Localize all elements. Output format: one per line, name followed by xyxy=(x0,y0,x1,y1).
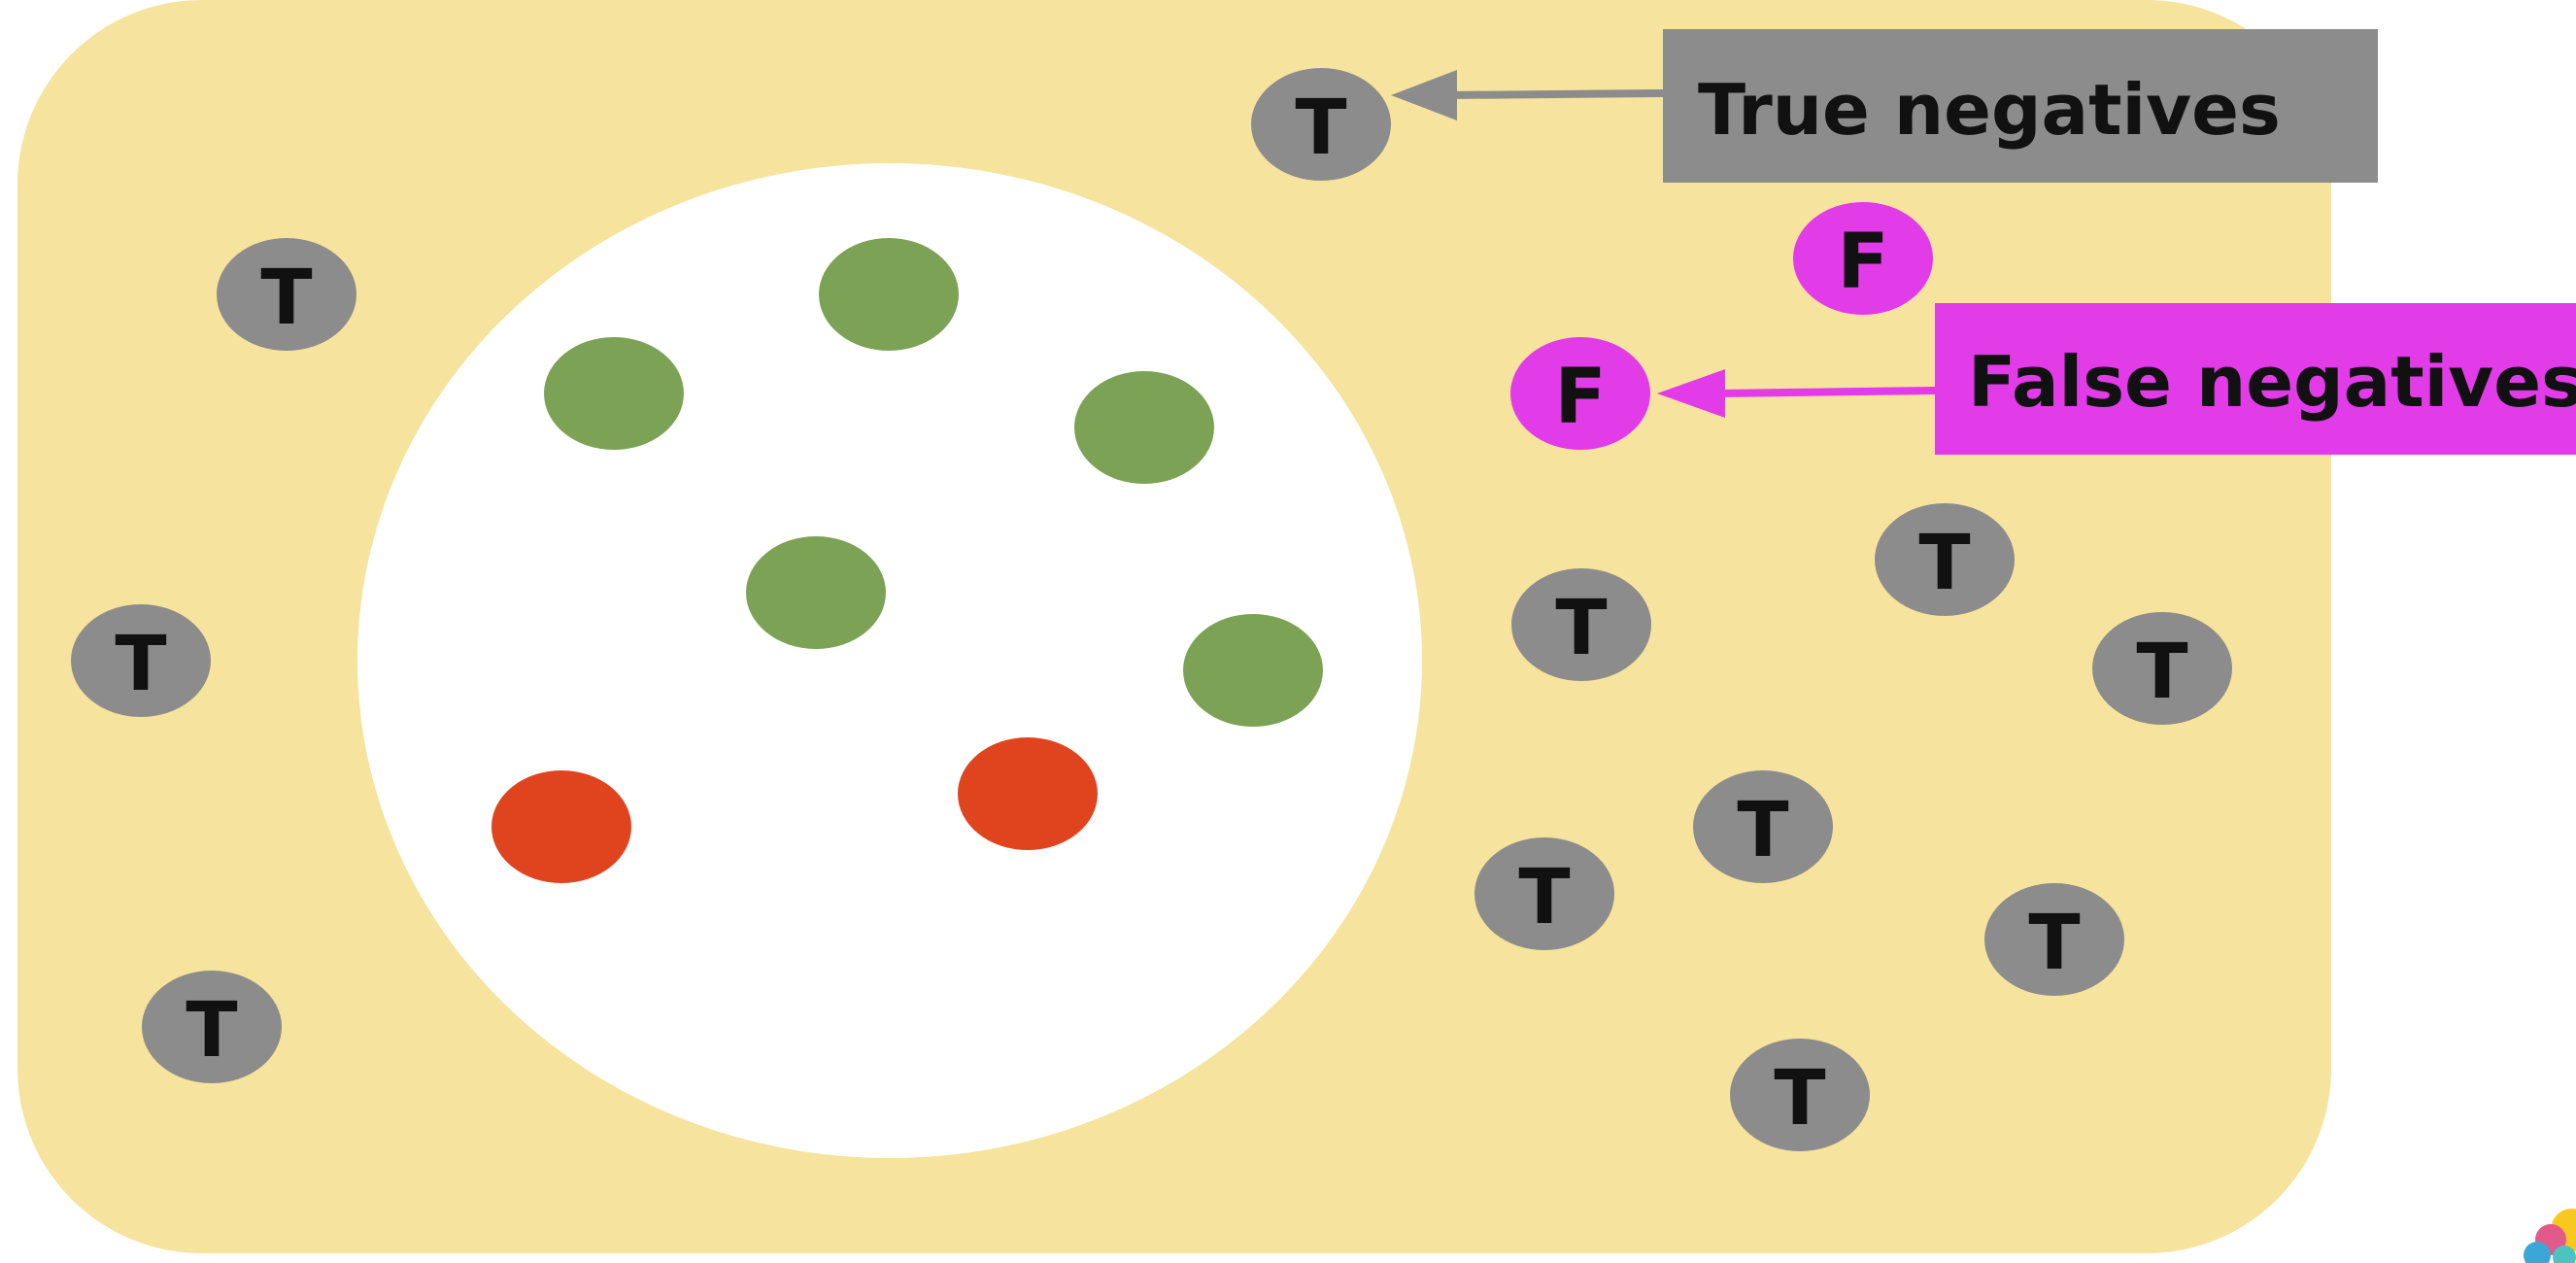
true-negative-node: T xyxy=(1511,568,1651,681)
red-dot xyxy=(491,770,631,883)
true-negative-node: T xyxy=(1474,837,1614,950)
false-negative-node: F xyxy=(1510,337,1650,450)
true-negatives-arrowhead xyxy=(1391,70,1457,120)
true-negative-node: T xyxy=(1693,770,1833,883)
true-negatives-arrow-line xyxy=(1446,89,1664,99)
true-negative-node: T xyxy=(1984,883,2124,996)
true-negative-node: T xyxy=(2092,612,2232,725)
node-letter: T xyxy=(1774,1055,1825,1143)
false-negatives-label-box xyxy=(1935,303,2576,455)
red-dot xyxy=(958,737,1098,850)
false-negatives-arrow-line xyxy=(1716,387,1936,397)
true-negatives-label-box xyxy=(1663,29,2378,183)
node-letter: T xyxy=(1555,585,1607,672)
false-negatives-callout: False negatives xyxy=(1657,303,2576,455)
false-negative-node: F xyxy=(1793,202,1933,315)
true-negative-node: T xyxy=(1730,1039,1870,1151)
true-negative-node: T xyxy=(71,604,211,717)
irrelevant-selected-group xyxy=(491,737,1098,883)
true-negative-node: T xyxy=(1251,68,1391,181)
false-negative-nodes: F F xyxy=(1510,202,1933,450)
green-dot xyxy=(1183,614,1323,727)
green-dot xyxy=(544,337,684,450)
node-letter: T xyxy=(115,621,166,708)
true-negatives-callout: True negatives xyxy=(1391,29,2378,183)
true-negative-nodes: T T T T T T T T xyxy=(71,68,2232,1151)
node-letter: T xyxy=(1295,85,1346,172)
green-dot xyxy=(746,536,886,649)
node-letter: T xyxy=(1737,787,1788,874)
green-dot xyxy=(1074,371,1214,484)
node-letter: T xyxy=(1518,854,1570,941)
node-letter: T xyxy=(186,987,237,1075)
relevant-selected-group xyxy=(544,238,1323,727)
node-letter: T xyxy=(1918,520,1970,607)
true-negative-node: T xyxy=(142,971,282,1083)
node-letter: T xyxy=(2136,629,2187,716)
false-negatives-arrowhead xyxy=(1657,369,1725,418)
app-logo-icon xyxy=(2524,1209,2576,1263)
true-negatives-label: True negatives xyxy=(1698,69,2281,151)
node-letter: T xyxy=(260,255,312,342)
node-letter: F xyxy=(1837,219,1888,306)
true-negative-node: T xyxy=(1875,503,2015,616)
green-dot xyxy=(819,238,959,351)
true-negative-node: T xyxy=(217,238,356,351)
node-letter: F xyxy=(1554,354,1606,441)
false-negatives-label: False negatives xyxy=(1968,341,2576,423)
node-letter: T xyxy=(2028,900,2080,987)
